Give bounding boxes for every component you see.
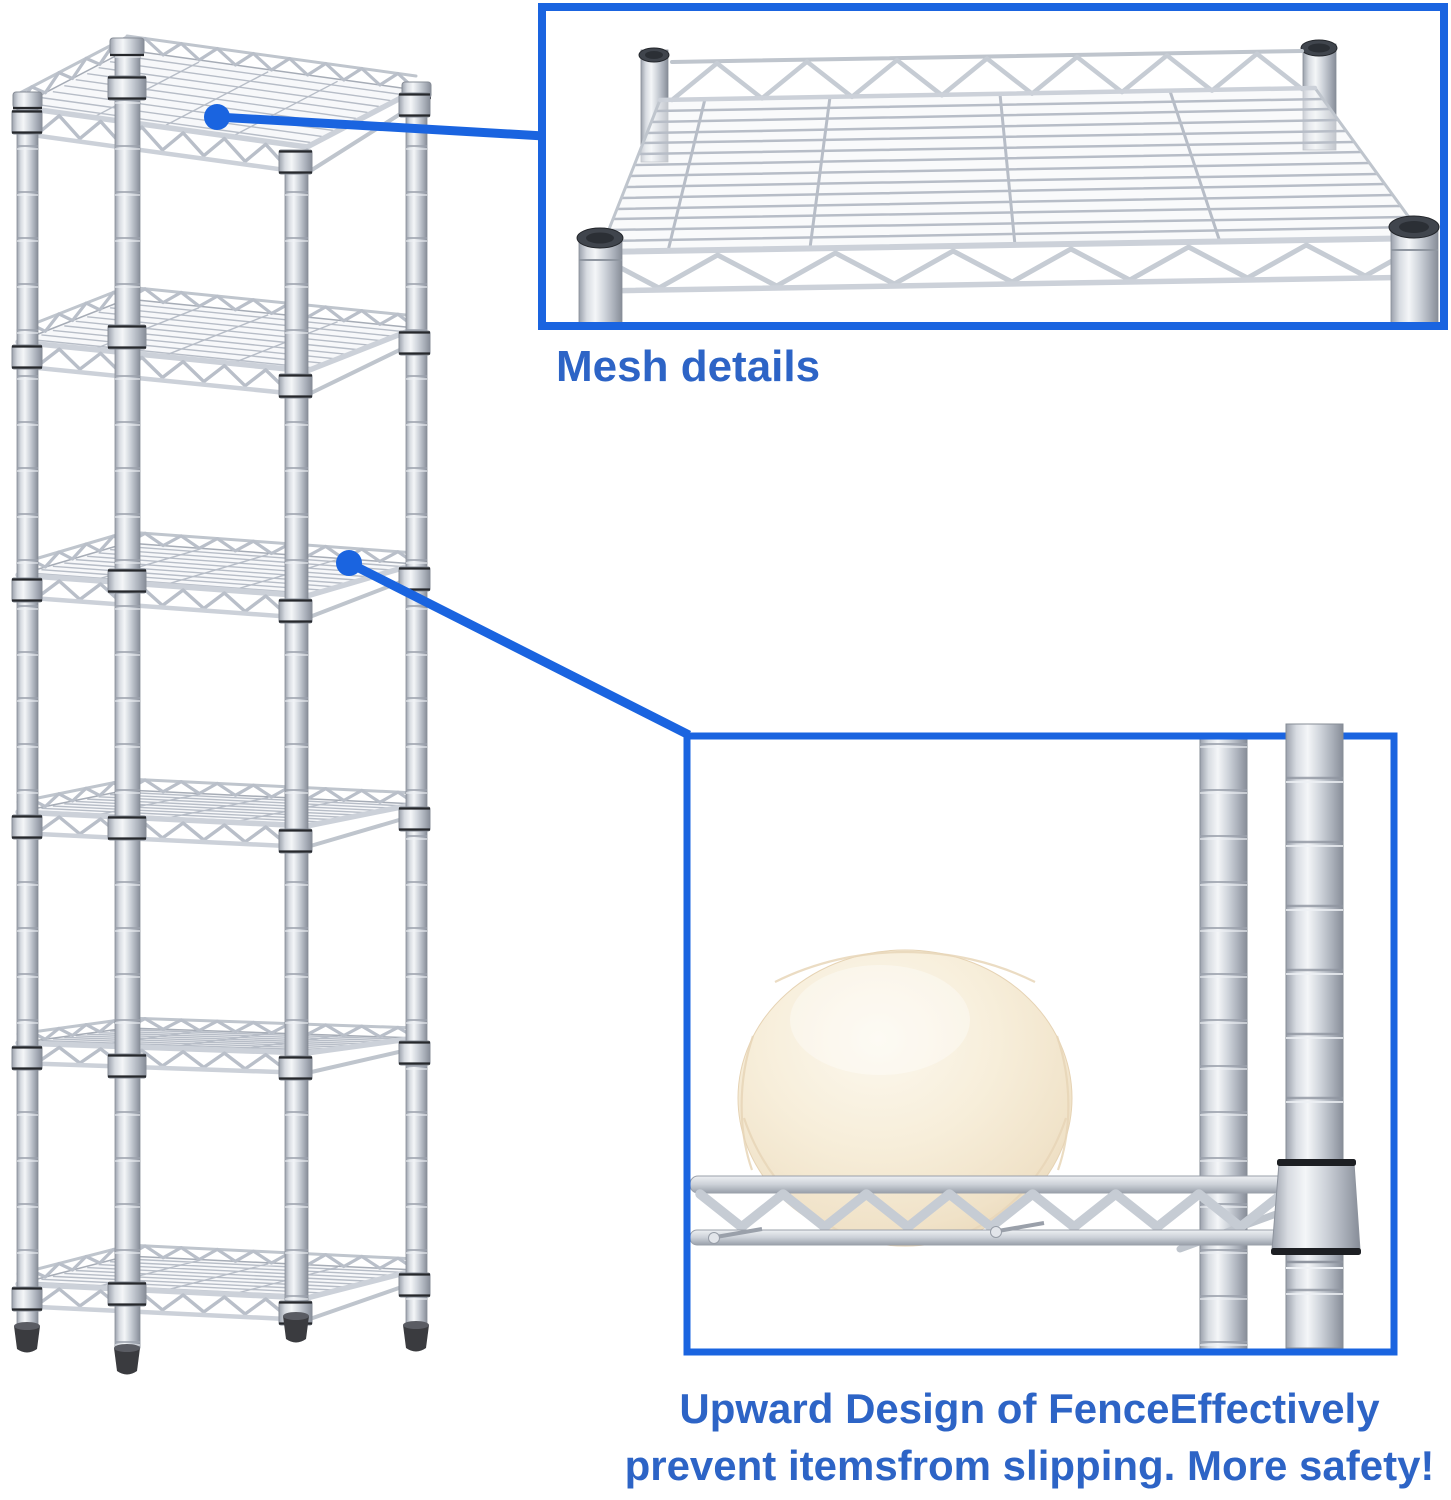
mesh-detail-border	[538, 3, 1448, 330]
callout-fence-connector	[336, 550, 692, 740]
rack-pole-right	[401, 81, 432, 1326]
fence-caption-line-2: prevent itemsfrom slipping. More safety!	[624, 1442, 1435, 1489]
fence-detail-pole-front	[1271, 723, 1361, 1349]
shelving-rack	[12, 36, 431, 1375]
fence-detail-border	[683, 732, 1398, 1356]
rack-pole-back-top	[109, 37, 145, 1349]
rack-shelf-3	[18, 532, 416, 618]
fence-detail-box	[683, 723, 1398, 1356]
fence-detail-collar	[1271, 1162, 1361, 1251]
mesh-details-caption: Mesh details	[556, 342, 821, 391]
fence-safety-caption: Upward Design of FenceEffectively preven…	[608, 1380, 1451, 1494]
fence-caption-line-1: Upward Design of FenceEffectively	[679, 1385, 1380, 1432]
rack-shelf-6	[18, 1245, 416, 1320]
mesh-detail-box	[538, 3, 1448, 330]
rack-shelf-4	[18, 779, 416, 847]
rack-shelf-1	[18, 36, 416, 173]
fence-detail-ball	[737, 949, 1073, 1247]
fence-detail-illustration	[690, 739, 1294, 1349]
mesh-detail-illustration	[576, 39, 1440, 322]
rack-pole-back-left	[12, 91, 43, 1327]
rack-feet	[14, 1312, 429, 1375]
rack-shelf-5	[18, 1018, 416, 1073]
callout-dot-middle-shelf	[336, 550, 362, 576]
callout-dot-top-shelf	[204, 104, 230, 130]
rack-collar-sleeves	[11, 75, 431, 1326]
rack-pole-front	[284, 149, 309, 1317]
fence-detail-shelf-edge	[690, 1175, 1294, 1253]
callout-mesh-connector	[204, 104, 545, 141]
fence-detail-pole-back	[1199, 739, 1248, 1349]
rack-shelf-2	[18, 287, 416, 395]
